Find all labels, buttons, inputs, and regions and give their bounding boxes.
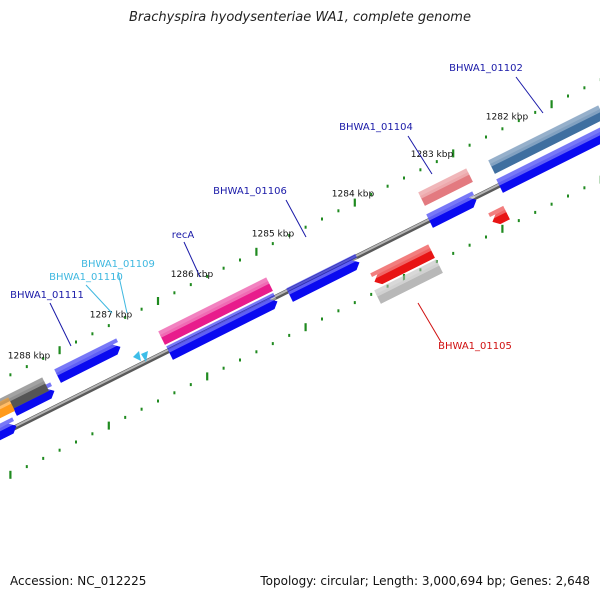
gene-bar-body [168, 299, 278, 360]
gene-bar-body [12, 388, 55, 416]
gene-bar-top [0, 377, 45, 408]
scale-ticks [9, 78, 600, 479]
gene-bar-top [166, 292, 276, 350]
gene-bar-top [418, 168, 468, 196]
gene-bar-body [420, 171, 473, 206]
gene-bar-body [492, 209, 510, 225]
gene-bar [0, 417, 17, 443]
gene-bar [54, 338, 121, 383]
scale-label: 1285 kbp [252, 230, 295, 240]
gene-label-leader [85, 284, 113, 314]
gene-bar-body [160, 280, 273, 345]
gene-bar [426, 191, 477, 228]
gene-bar-shine [160, 280, 270, 338]
gene-bar-shine [428, 195, 476, 221]
gene-bar-top [496, 122, 600, 183]
gene-label: BHWA1_01104 [339, 122, 413, 133]
scale-label: 1282 kbp [486, 113, 529, 123]
gene-label: BHWA1_01109 [81, 259, 155, 270]
cyan-marker [133, 351, 141, 361]
gene-bar-shine [288, 257, 359, 295]
gene-bar-shine [490, 108, 600, 167]
gene-label: BHWA1_01106 [213, 186, 287, 197]
gene-bar [158, 277, 273, 345]
gene-label: BHWA1_01102 [449, 63, 523, 74]
gene-bar-shine [376, 262, 440, 297]
gene-bar [0, 397, 15, 421]
gene-bar [286, 253, 360, 302]
gene-bar-top [158, 277, 269, 335]
gene-label: BHWA1_01111 [10, 290, 84, 301]
gene-bar-top [488, 205, 505, 217]
gene-bar-body [0, 423, 17, 443]
gene-bar-body [428, 197, 477, 228]
gene-label-leader [407, 135, 433, 175]
gene-bar-shine [490, 209, 507, 220]
scale-label: 1283 kbp [411, 150, 454, 160]
gene-bar [166, 292, 278, 360]
gene-label-leader [417, 302, 442, 343]
cyan-marker [141, 351, 148, 362]
gene-bar-body [56, 344, 121, 383]
gene-bar-shine [56, 341, 120, 376]
gene-label: recA [172, 230, 195, 241]
gene-bar-shine [168, 296, 277, 353]
gene-bar-shine [420, 171, 470, 199]
gene-bar-body [0, 400, 15, 421]
gene-bar-body [374, 247, 435, 285]
gene-bar [374, 259, 443, 304]
gene-bar-top [54, 338, 118, 373]
gene-bar [496, 122, 600, 193]
gene-label: BHWA1_01110 [49, 272, 123, 283]
gene-bar-top [286, 253, 358, 292]
gene-bar-shine [498, 125, 600, 186]
gene-bar-top [426, 191, 474, 218]
gene-bar [488, 205, 510, 225]
gene-label-leader [285, 199, 307, 238]
gene-bar-top [0, 397, 10, 411]
gene-bar-shine [0, 400, 12, 414]
scale-label: 1286 kbp [171, 270, 214, 280]
accession-text: Accession: NC_012225 [10, 574, 147, 588]
gene-label-leader [117, 271, 128, 314]
scale-label: 1284 kbp [332, 190, 375, 200]
gene-features [0, 105, 600, 443]
gene-bar [418, 168, 473, 206]
gene-label-leader [49, 302, 72, 347]
map-title: Brachyspira hyodysenteriae WA1, complete… [129, 10, 471, 25]
genome-summary-text: Topology: circular; Length: 3,000,694 bp… [260, 574, 590, 588]
gene-bar-top [488, 105, 600, 164]
gene-bar-body [288, 260, 360, 302]
gene-label-leader [183, 241, 201, 278]
gene-bar [488, 105, 600, 174]
gene-bar-body [490, 108, 600, 174]
gene-bar-shine [372, 247, 432, 280]
scale-label: 1288 kbp [8, 352, 51, 362]
gene-bar-body [376, 262, 443, 304]
gene-bar-shine [0, 420, 16, 436]
gene-bar-top [374, 259, 438, 294]
gene-label: BHWA1_01105 [438, 341, 512, 352]
gene-bar-body [498, 128, 600, 193]
scale-label: 1287 kbp [90, 311, 133, 321]
scale-labels: 1282 kbp 1283 kbp 1284 kbp 1285 kbp 1286 kbp… [8, 113, 529, 362]
gene-label-leader [515, 76, 544, 114]
gene-bar-top [370, 244, 430, 277]
gene-bar-top [0, 417, 14, 433]
gene-bar [370, 244, 435, 285]
